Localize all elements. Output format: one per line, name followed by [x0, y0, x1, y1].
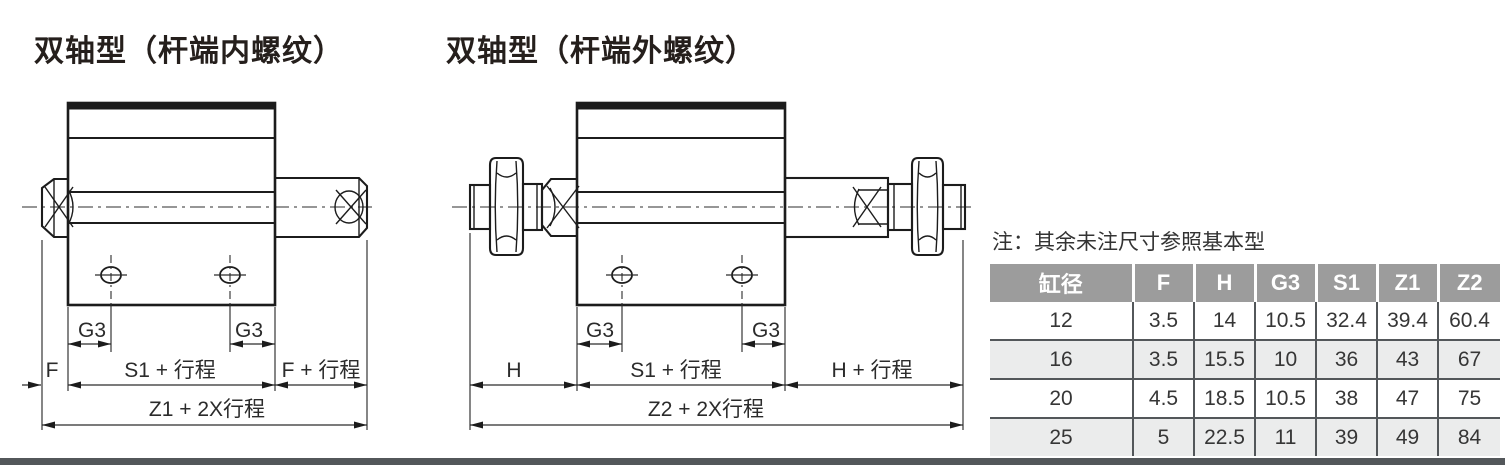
cell: 49 [1376, 417, 1438, 456]
table-header-row: 缸径 F H G3 S1 Z1 Z2 [990, 264, 1500, 302]
page-divider-bar [0, 458, 1505, 465]
mounting-hole [95, 255, 127, 303]
col-header-z2: Z2 [1436, 264, 1500, 302]
hex-nut-right [910, 156, 945, 257]
cell-bore: 12 [990, 302, 1133, 340]
dim-label-z2-stroke: Z2 + 2X行程 [648, 398, 764, 421]
cell: 4.5 [1132, 378, 1194, 418]
dim-label-h-stroke: H + 行程 [831, 359, 912, 382]
col-header-s1: S1 [1314, 264, 1377, 302]
cell: 3.5 [1132, 339, 1194, 379]
diagram-title-external-thread: 双轴型（杆端外螺纹） [446, 35, 756, 68]
mounting-hole [726, 255, 758, 303]
dim-label-g3-right: G3 [235, 319, 263, 342]
diagram-title-internal-thread: 双轴型（杆端内螺纹） [34, 35, 344, 68]
col-header-g3: G3 [1253, 264, 1316, 302]
dim-label-g3-right: G3 [752, 319, 780, 342]
dim-label-f: F [46, 359, 59, 382]
cylinder-body [66, 101, 277, 307]
table-row: 16 3.5 15.5 10 36 43 67 [990, 339, 1500, 379]
table-note: 注：其余未注尺寸参照基本型 [992, 231, 1265, 254]
dimension-table: 缸径 F H G3 S1 Z1 Z2 12 3.5 14 10.5 32.4 3… [990, 264, 1500, 456]
col-header-f: F [1131, 264, 1194, 302]
cell: 36 [1315, 339, 1377, 379]
cell: 39.4 [1376, 302, 1438, 340]
dimension-lines [469, 233, 964, 430]
cell: 60.4 [1437, 302, 1500, 340]
cell: 10 [1254, 339, 1316, 379]
cell: 11 [1254, 417, 1316, 456]
col-header-z1: Z1 [1375, 264, 1438, 302]
col-header-h: H [1192, 264, 1255, 302]
mounting-hole [214, 255, 246, 303]
dim-label-h: H [506, 359, 521, 382]
cell: 32.4 [1315, 302, 1377, 340]
cell: 18.5 [1193, 378, 1255, 418]
cell: 67 [1437, 339, 1500, 379]
cell: 47 [1376, 378, 1438, 418]
table-row: 12 3.5 14 10.5 32.4 39.4 60.4 [990, 302, 1500, 340]
cell: 5 [1132, 417, 1194, 456]
diagram-double-shaft-external-thread: G3 G3 H S1 + 行程 H + 行程 Z2 + 2X行程 [452, 101, 975, 430]
dim-label-z1-stroke: Z1 + 2X行程 [149, 398, 265, 421]
dimension-lines [22, 240, 368, 430]
rod-end-internal-thread-right [275, 176, 369, 239]
rod-thread-transition-left [540, 177, 580, 238]
table-row: 25 5 22.5 11 39 49 84 [990, 417, 1500, 456]
col-header-bore: 缸径 [990, 264, 1133, 302]
cell-bore: 16 [990, 339, 1133, 379]
cell: 10.5 [1254, 378, 1316, 418]
mounting-hole [606, 255, 638, 303]
diagram-double-shaft-internal-thread: G3 G3 F S1 + 行程 F + 行程 Z1 + 2X行程 [22, 101, 372, 430]
cell-bore: 25 [990, 417, 1133, 456]
cell: 38 [1315, 378, 1377, 418]
cell: 84 [1437, 417, 1500, 456]
dim-label-s1-stroke: S1 + 行程 [124, 359, 216, 382]
dim-label-g3-left: G3 [78, 319, 106, 342]
cell: 14 [1193, 302, 1255, 340]
cell: 39 [1315, 417, 1377, 456]
cell: 15.5 [1193, 339, 1255, 379]
dim-label-f-stroke: F + 行程 [282, 359, 361, 382]
cell: 75 [1437, 378, 1500, 418]
cell: 3.5 [1132, 302, 1194, 340]
threaded-stud-right [941, 183, 967, 231]
cell-bore: 20 [990, 378, 1133, 418]
cell: 43 [1376, 339, 1438, 379]
table-row: 20 4.5 18.5 10.5 38 47 75 [990, 378, 1500, 418]
dim-label-s1-stroke: S1 + 行程 [630, 359, 722, 382]
dim-label-g3-left: G3 [586, 319, 614, 342]
cell: 10.5 [1254, 302, 1316, 340]
cell: 22.5 [1193, 417, 1255, 456]
rod-end-internal-thread-left [40, 177, 74, 239]
hex-nut-left [488, 156, 525, 257]
